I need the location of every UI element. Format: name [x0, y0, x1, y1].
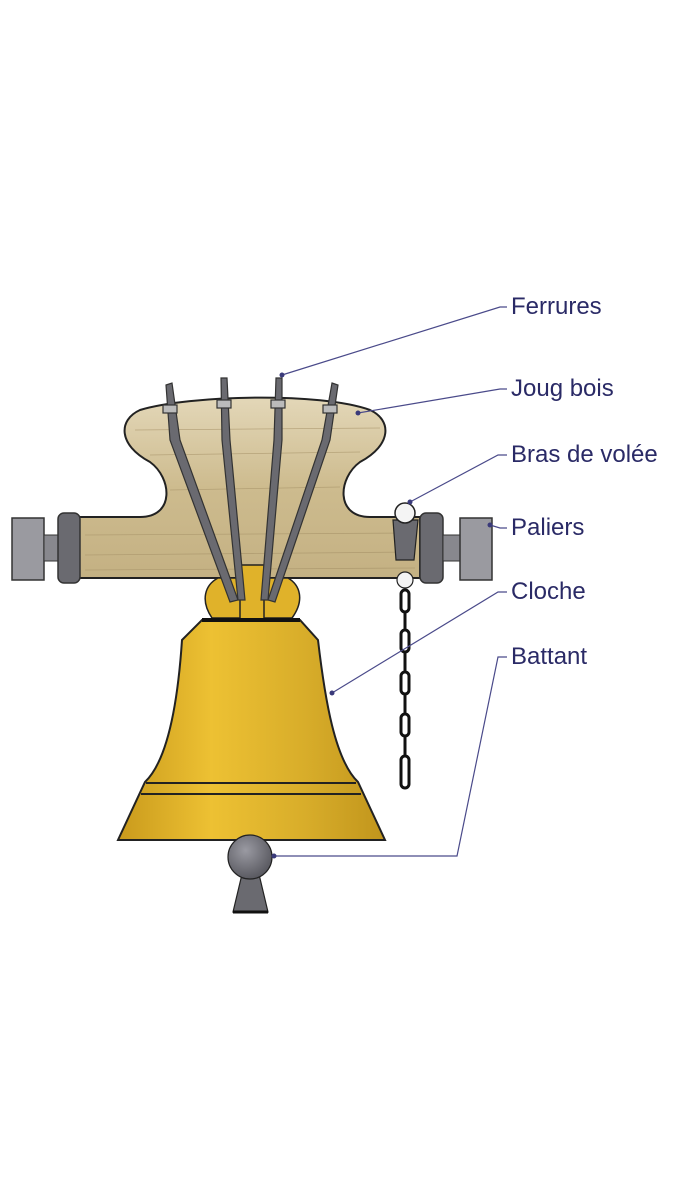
leader-lines: [274, 306, 507, 857]
right-bearing: [419, 512, 493, 584]
iron-straps: [162, 377, 339, 603]
swing-arm-and-chain: [392, 502, 419, 790]
label-bras-de-volee: Bras de volée: [511, 441, 658, 468]
clapper: [227, 834, 273, 914]
left-bearing: [11, 512, 81, 584]
bell: [116, 618, 387, 841]
label-paliers: Paliers: [511, 514, 585, 541]
label-joug-bois: Joug bois: [511, 375, 614, 402]
label-ferrures: Ferrures: [511, 293, 602, 320]
leader-arrowheads: [271, 372, 493, 859]
label-cloche: Cloche: [511, 578, 586, 605]
wooden-yoke: [77, 396, 421, 579]
label-battant: Battant: [511, 643, 588, 670]
